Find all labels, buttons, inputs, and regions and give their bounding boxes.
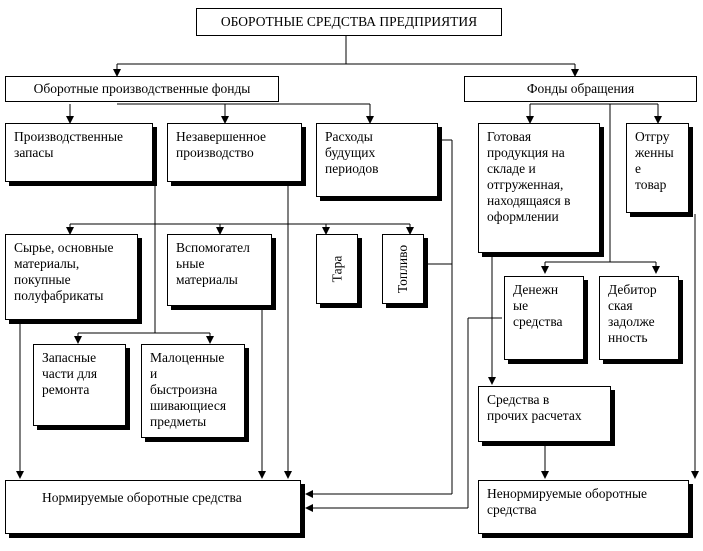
other-settlements-box: Средства в прочих расчетах bbox=[478, 386, 611, 442]
fuel-label: Топливо bbox=[395, 244, 411, 294]
shipped-goods-box: Отгру женны е товар bbox=[626, 123, 689, 213]
non-normalized-box: Ненормируемые оборотные средства bbox=[478, 480, 689, 534]
raw-materials-box: Сырье, основные материалы, покупные полу… bbox=[5, 234, 138, 320]
fuel-box: Топливо bbox=[382, 234, 424, 304]
packaging-box: Тара bbox=[316, 234, 358, 304]
packaging-label: Тара bbox=[329, 255, 344, 283]
receivables-box: Дебитор ская задолже нность bbox=[599, 276, 679, 360]
auxiliary-materials-box: Вспомогател ьные материалы bbox=[167, 234, 272, 306]
low-value-items-box: Малоценные и быстроизна шивающиеся предм… bbox=[141, 344, 245, 438]
deferred-expenses-box: Расходы будущих периодов bbox=[316, 123, 438, 197]
finished-goods-box: Готовая продукция на складе и отгруженна… bbox=[478, 123, 600, 253]
circulation-funds-box: Фонды обращения bbox=[464, 76, 697, 102]
cash-box: Денежн ые средства bbox=[504, 276, 584, 360]
spare-parts-box: Запасные части для ремонта bbox=[33, 344, 126, 426]
production-funds-box: Оборотные производственные фонды bbox=[5, 76, 279, 102]
production-stocks-box: Производственные запасы bbox=[5, 123, 153, 182]
normalized-box: Нормируемые оборотные средства bbox=[5, 480, 301, 534]
work-in-progress-box: Незавершенное производство bbox=[167, 123, 302, 182]
title-box: ОБОРОТНЫЕ СРЕДСТВА ПРЕДПРИЯТИЯ bbox=[196, 8, 502, 36]
